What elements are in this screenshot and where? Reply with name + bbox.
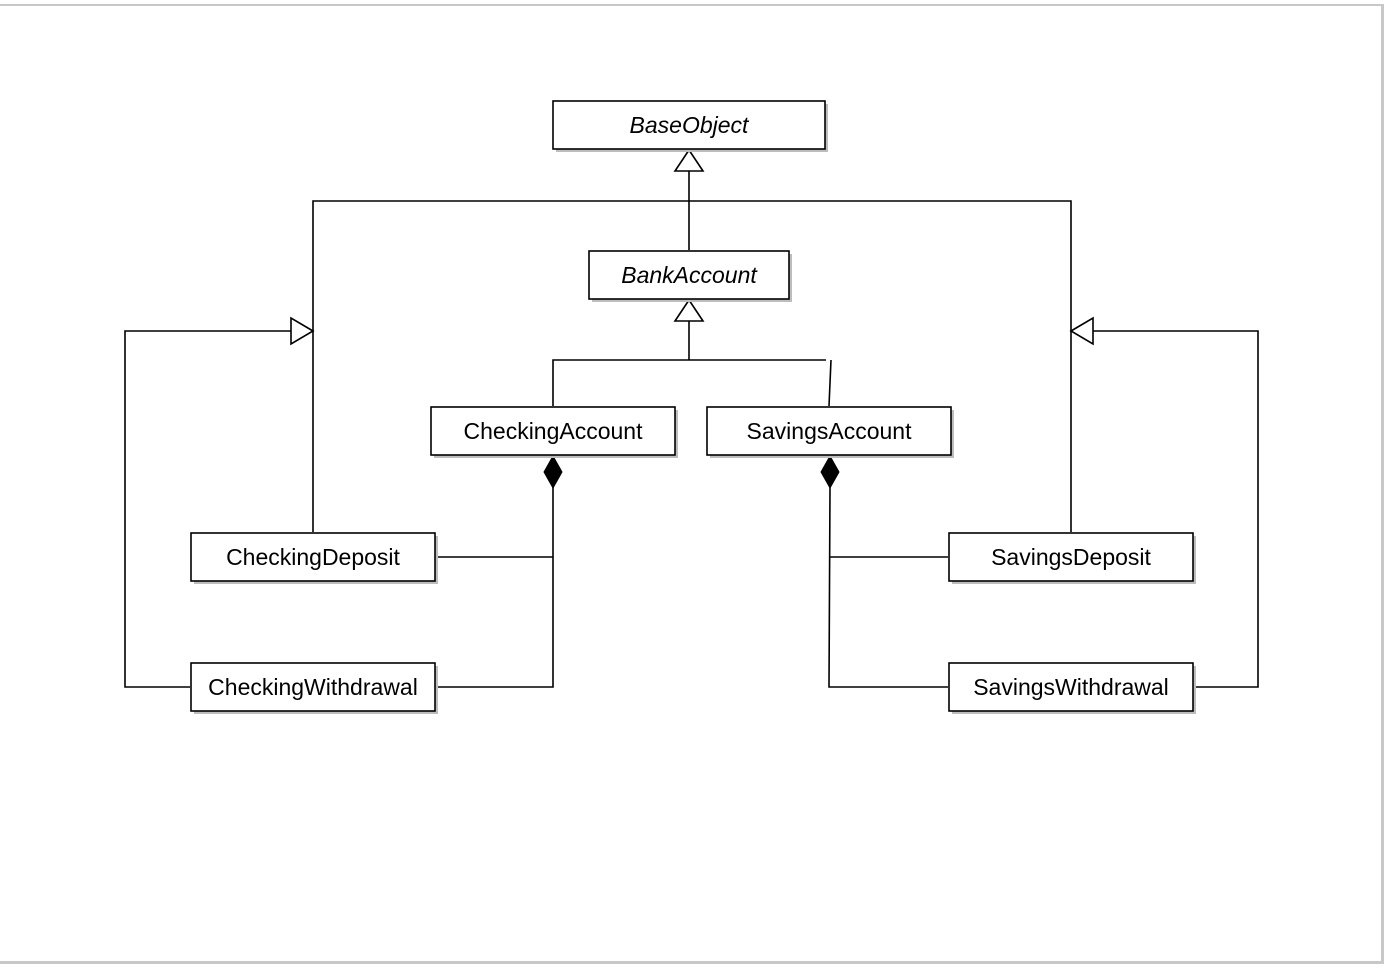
- checking-withdrawal-inherit-line: [124, 330, 291, 688]
- connectors: [124, 171, 1259, 688]
- savings-branch-line: [828, 359, 832, 407]
- inherit-arrow-baseobject: [673, 148, 705, 172]
- class-checkingdeposit-label: CheckingDeposit: [226, 544, 400, 570]
- class-savingswithdrawal-label: SavingsWithdrawal: [973, 674, 1169, 700]
- checking-composition-line: [436, 487, 554, 688]
- class-bankaccount: BankAccount: [588, 250, 792, 302]
- composition-diamond-savings: [820, 454, 840, 490]
- class-checkingaccount: CheckingAccount: [430, 406, 678, 458]
- top-trunk-line: [312, 200, 1072, 532]
- arrowheads: [290, 148, 1094, 490]
- composition-diamond-checking: [543, 454, 563, 490]
- account-branch-line: [552, 359, 826, 406]
- class-checkingwithdrawal: CheckingWithdrawal: [190, 662, 438, 714]
- class-bankaccount-label: BankAccount: [621, 262, 758, 288]
- class-savingsdeposit-label: SavingsDeposit: [991, 544, 1151, 570]
- inherit-arrow-bankaccount: [673, 298, 705, 322]
- savings-composition-line: [828, 486, 948, 688]
- class-baseobject: BaseObject: [552, 100, 828, 152]
- class-baseobject-label: BaseObject: [630, 112, 751, 138]
- inherit-arrow-left-trunk: [290, 316, 315, 346]
- class-savingsdeposit: SavingsDeposit: [948, 532, 1196, 584]
- class-savingsaccount: SavingsAccount: [706, 406, 954, 458]
- savings-withdrawal-inherit-line: [1093, 330, 1259, 688]
- class-checkingwithdrawal-label: CheckingWithdrawal: [208, 674, 418, 700]
- class-checkingaccount-label: CheckingAccount: [464, 418, 644, 444]
- inherit-arrow-right-trunk: [1069, 316, 1094, 346]
- class-savingswithdrawal: SavingsWithdrawal: [948, 662, 1196, 714]
- class-savingsaccount-label: SavingsAccount: [747, 418, 913, 444]
- class-checkingdeposit: CheckingDeposit: [190, 532, 438, 584]
